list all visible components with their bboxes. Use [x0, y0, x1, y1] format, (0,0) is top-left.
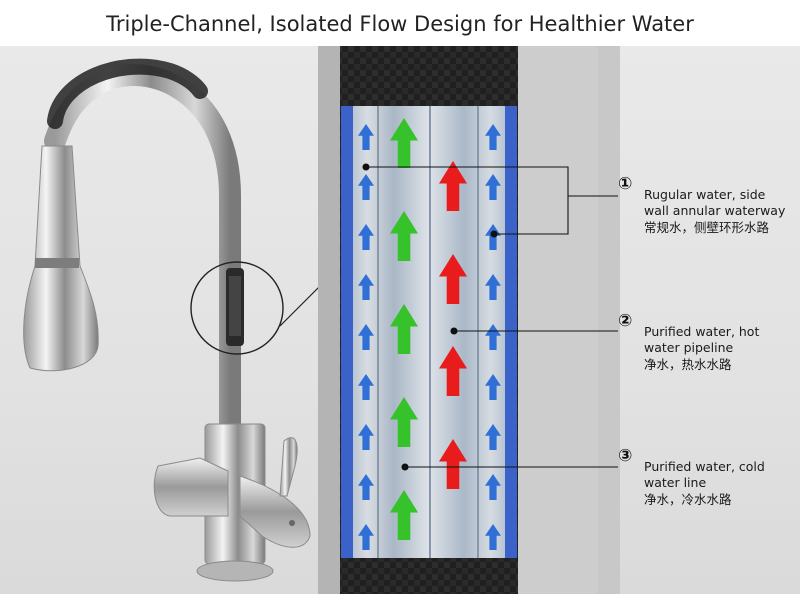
- label-hot-water-en-1: Purified water, hot: [644, 324, 760, 339]
- regular-water-arrow: [485, 424, 501, 450]
- label-regular-water-en-2: wall annular waterway: [644, 203, 786, 218]
- regular-water-arrow: [358, 474, 374, 500]
- regular-water-arrow: [485, 174, 501, 200]
- label-regular-water-en-1: Rugular water, side: [644, 187, 766, 202]
- hot-water-arrow: [439, 254, 467, 304]
- regular-water-arrow: [485, 124, 501, 150]
- faucet-illustration: [23, 58, 323, 582]
- regular-water-arrow: [358, 374, 374, 400]
- cold-water-arrow: [390, 211, 418, 261]
- regular-water-arrow: [485, 374, 501, 400]
- cold-water-arrow: [390, 304, 418, 354]
- cold-water-arrow: [390, 118, 418, 168]
- marker-3: ③: [618, 446, 633, 466]
- regular-water-arrow: [358, 174, 374, 200]
- cold-water-arrows: [390, 118, 418, 540]
- label-cold-water: Purified water, cold water line 净水，冷水水路: [644, 459, 765, 508]
- regular-water-arrow: [358, 124, 374, 150]
- page-title: Triple-Channel, Isolated Flow Design for…: [106, 12, 694, 36]
- label-regular-water-cn: 常规水，侧壁环形水路: [644, 220, 770, 235]
- hot-water-arrow: [439, 161, 467, 211]
- left-annular-waterway: [341, 106, 353, 558]
- label-hot-water: Purified water, hot water pipeline 净水，热水…: [644, 324, 759, 373]
- regular-water-arrow: [358, 424, 374, 450]
- hot-water-arrows: [439, 161, 467, 489]
- hot-water-arrow: [439, 346, 467, 396]
- hot-water-arrow: [439, 439, 467, 489]
- leader-lines: [362, 163, 618, 471]
- label-cold-water-cn: 净水，冷水水路: [644, 492, 732, 507]
- regular-water-arrow: [358, 524, 374, 550]
- right-annular-waterway: [505, 106, 517, 558]
- cold-water-arrow: [390, 490, 418, 540]
- label-regular-water: Rugular water, side wall annular waterwa…: [644, 187, 785, 236]
- regular-water-arrow: [485, 274, 501, 300]
- regular-water-arrow: [485, 474, 501, 500]
- regular-water-arrow: [358, 324, 374, 350]
- regular-water-arrow: [485, 524, 501, 550]
- marker-2: ②: [618, 311, 633, 331]
- regular-water-arrow: [358, 274, 374, 300]
- label-cold-water-en-2: water line: [644, 475, 707, 490]
- cold-water-arrow: [390, 397, 418, 447]
- regular-water-arrow: [358, 224, 374, 250]
- label-hot-water-en-2: water pipeline: [644, 340, 734, 355]
- faucet-diagram: ① Rugular water, side wall annular water…: [0, 46, 800, 594]
- label-hot-water-cn: 净水，热水水路: [644, 357, 732, 372]
- label-cold-water-en-1: Purified water, cold: [644, 459, 765, 474]
- diagram-canvas: [23, 46, 620, 594]
- marker-1: ①: [618, 174, 633, 194]
